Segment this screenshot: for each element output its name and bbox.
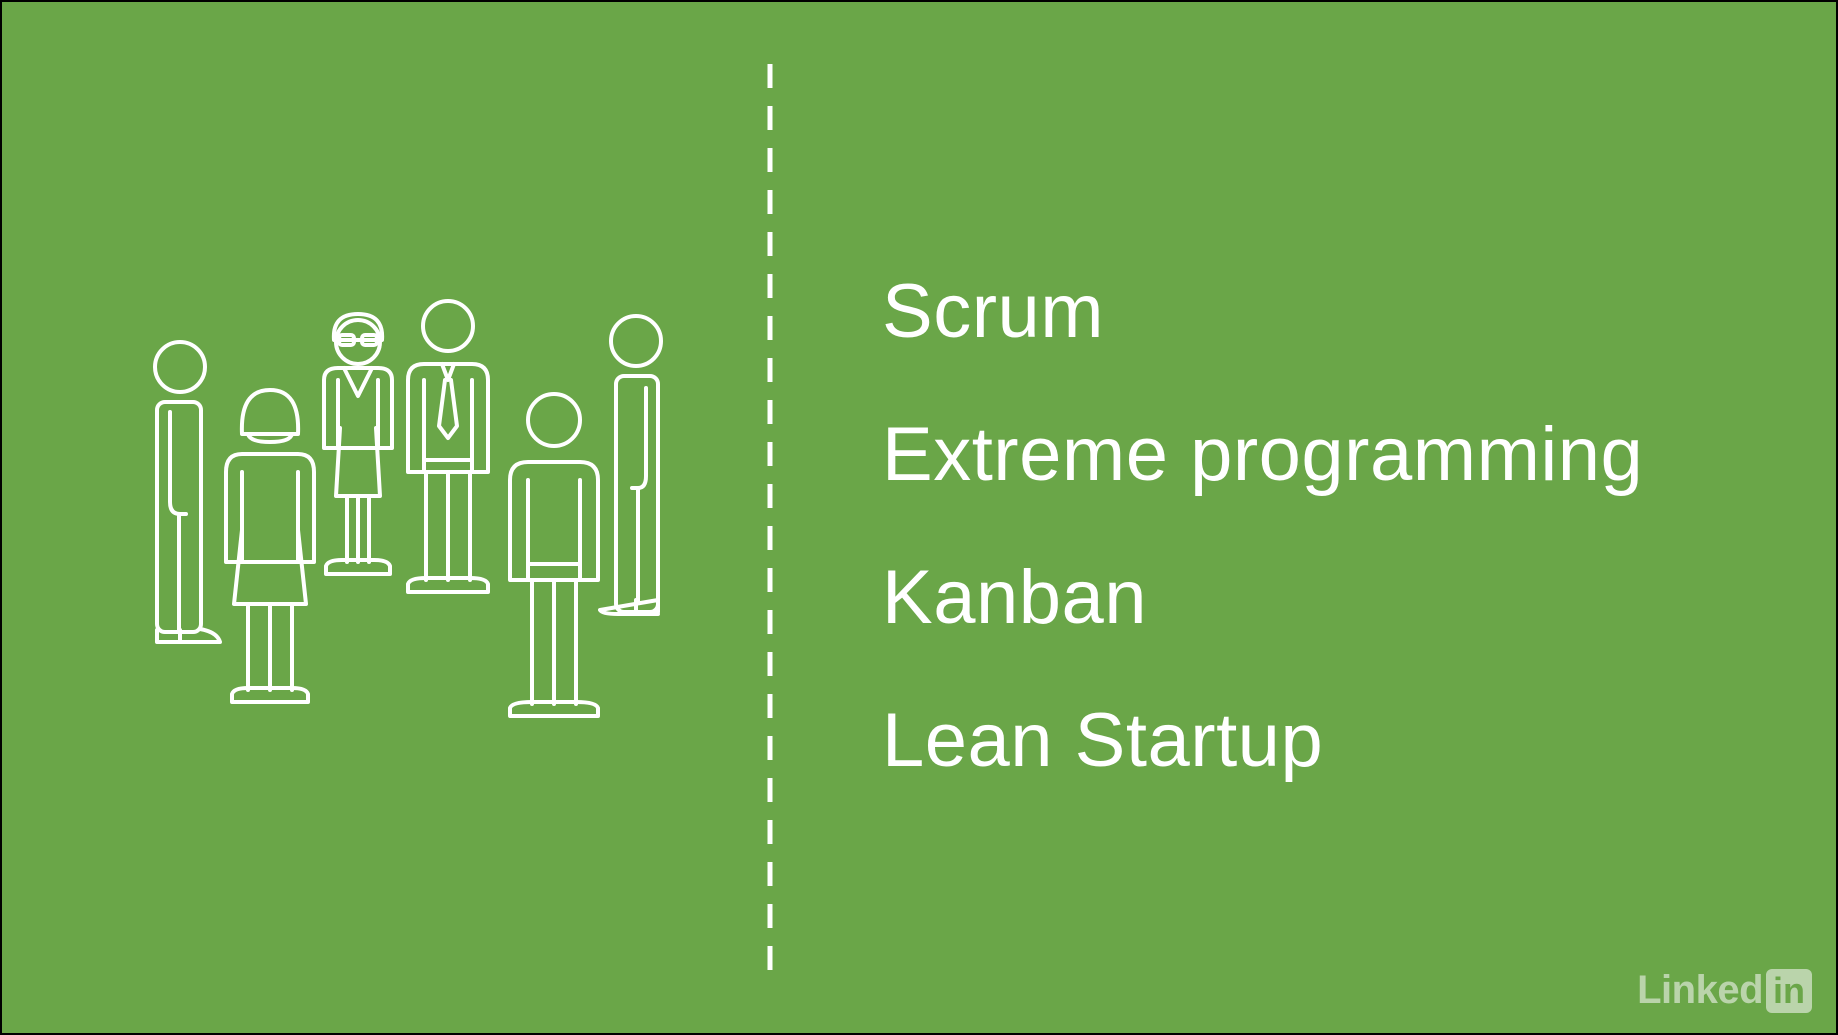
person-man-stocky-icon bbox=[508, 392, 600, 718]
watermark-text: Linked bbox=[1637, 968, 1763, 1012]
method-kanban: Kanban bbox=[882, 555, 1148, 640]
watermark-box-text: in bbox=[1773, 969, 1805, 1011]
method-lean-startup: Lean Startup bbox=[882, 698, 1324, 783]
person-man-slim-right-icon bbox=[598, 314, 663, 616]
person-woman-glasses-icon bbox=[322, 312, 394, 576]
person-woman-bob-icon bbox=[224, 388, 316, 704]
person-man-slim-left-icon bbox=[153, 340, 222, 644]
method-extreme-programming: Extreme programming bbox=[882, 412, 1644, 497]
dashed-divider bbox=[767, 64, 773, 974]
person-man-tie-icon bbox=[406, 299, 490, 594]
team-people-icon bbox=[153, 299, 663, 718]
method-scrum: Scrum bbox=[882, 269, 1105, 354]
linkedin-watermark: Linked in bbox=[1637, 968, 1812, 1013]
linkedin-logo-icon: in bbox=[1766, 968, 1812, 1013]
methods-list: Scrum Extreme programming Kanban Lean St… bbox=[882, 240, 1643, 812]
